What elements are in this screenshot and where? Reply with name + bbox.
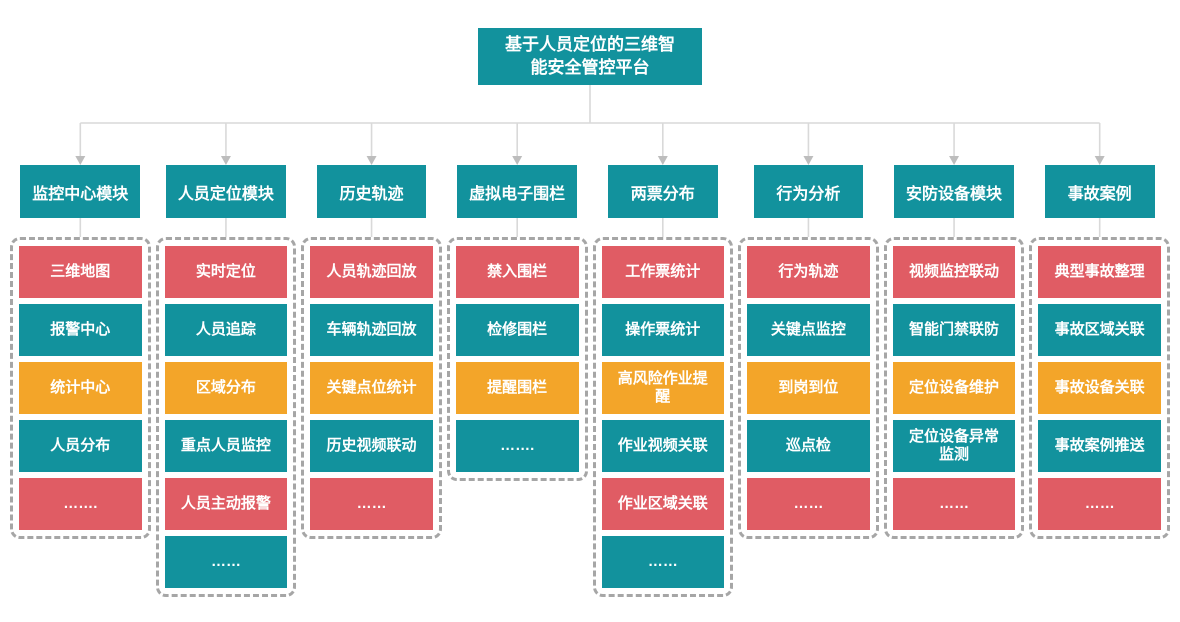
module-column: 事故案例 典型事故整理事故区域关联事故设备关联事故案例推送 …… — [1029, 165, 1170, 539]
module-item: 统计中心 — [19, 362, 142, 414]
module-item: ……. — [455, 420, 579, 472]
module-item: ……. — [19, 478, 142, 530]
module-header: 行为分析 — [753, 165, 864, 218]
module-item: …… — [892, 478, 1016, 530]
module-header: 监控中心模块 — [20, 165, 141, 218]
module-column: 人员定位模块 实时定位人员追踪区域分布重点人员监控人员主动报警 …… — [155, 165, 297, 597]
module-item: 历史视频联动 — [310, 420, 433, 472]
module-item: 三维地图 — [19, 246, 142, 298]
module-item: 人员主动报警 — [164, 478, 288, 530]
module-items-group: 实时定位人员追踪区域分布重点人员监控人员主动报警 …… — [155, 237, 297, 597]
module-item: 工作票统计 — [601, 246, 725, 298]
module-columns: 监控中心模块 三维地图报警中心统计中心人员分布……. 人员定位模块 实时定位人员… — [10, 165, 1170, 597]
module-item: 报警中心 — [19, 304, 142, 356]
module-column: 安防设备模块 视频监控联动智能门禁联防定位设备维护定位设备异常监测 …… — [883, 165, 1025, 539]
module-item: 检修围栏 — [455, 304, 579, 356]
module-item: …… — [747, 478, 870, 530]
module-item: 定位设备异常监测 — [892, 420, 1016, 472]
module-item: …… — [310, 478, 433, 530]
module-header: 两票分布 — [607, 165, 718, 218]
module-item: 禁入围栏 — [455, 246, 579, 298]
module-column: 虚拟电子围栏 禁入围栏检修围栏提醒围栏 ……. — [446, 165, 588, 481]
module-item: 巡点检 — [747, 420, 870, 472]
module-item: 人员分布 — [19, 420, 142, 472]
module-items-group: 三维地图报警中心统计中心人员分布 ……. — [10, 237, 151, 539]
module-item: 重点人员监控 — [164, 420, 288, 472]
module-item: 典型事故整理 — [1038, 246, 1161, 298]
module-column: 监控中心模块 三维地图报警中心统计中心人员分布 ……. — [10, 165, 151, 539]
module-item: 实时定位 — [164, 246, 288, 298]
module-items-group: 工作票统计操作票统计高风险作业提醒作业视频关联作业区域关联 …… — [592, 237, 734, 597]
module-items-group: 典型事故整理事故区域关联事故设备关联事故案例推送 …… — [1029, 237, 1170, 539]
module-item: 车辆轨迹回放 — [310, 304, 433, 356]
module-item: 事故案例推送 — [1038, 420, 1161, 472]
module-item: 作业区域关联 — [601, 478, 725, 530]
module-item: 事故设备关联 — [1038, 362, 1161, 414]
root-node: 基于人员定位的三维智能安全管控平台 — [478, 28, 702, 85]
module-header: 人员定位模块 — [165, 165, 286, 218]
module-item: 提醒围栏 — [455, 362, 579, 414]
module-item: …… — [1038, 478, 1161, 530]
module-column: 行为分析 行为轨迹关键点监控到岗到位巡点检 …… — [738, 165, 879, 539]
module-item: 智能门禁联防 — [892, 304, 1016, 356]
module-items-group: 视频监控联动智能门禁联防定位设备维护定位设备异常监测 …… — [883, 237, 1025, 539]
module-item: 关键点监控 — [747, 304, 870, 356]
module-item: …… — [601, 536, 725, 588]
module-item: 操作票统计 — [601, 304, 725, 356]
module-item: 高风险作业提醒 — [601, 362, 725, 414]
module-item: 视频监控联动 — [892, 246, 1016, 298]
module-item: 作业视频关联 — [601, 420, 725, 472]
module-header: 历史轨迹 — [316, 165, 427, 218]
module-item: 人员追踪 — [164, 304, 288, 356]
module-item: 行为轨迹 — [747, 246, 870, 298]
module-column: 两票分布 工作票统计操作票统计高风险作业提醒作业视频关联作业区域关联 …… — [592, 165, 734, 597]
module-items-group: 人员轨迹回放车辆轨迹回放关键点位统计历史视频联动 …… — [301, 237, 442, 539]
module-item: 区域分布 — [164, 362, 288, 414]
module-item: 定位设备维护 — [892, 362, 1016, 414]
module-header: 事故案例 — [1044, 165, 1155, 218]
module-item: 到岗到位 — [747, 362, 870, 414]
module-item: 人员轨迹回放 — [310, 246, 433, 298]
module-items-group: 行为轨迹关键点监控到岗到位巡点检 …… — [738, 237, 879, 539]
module-column: 历史轨迹 人员轨迹回放车辆轨迹回放关键点位统计历史视频联动 …… — [301, 165, 442, 539]
module-item: 事故区域关联 — [1038, 304, 1161, 356]
module-item: 关键点位统计 — [310, 362, 433, 414]
module-items-group: 禁入围栏检修围栏提醒围栏 ……. — [446, 237, 588, 481]
module-header: 安防设备模块 — [894, 165, 1015, 218]
module-header: 虚拟电子围栏 — [457, 165, 578, 218]
module-item: …… — [164, 536, 288, 588]
